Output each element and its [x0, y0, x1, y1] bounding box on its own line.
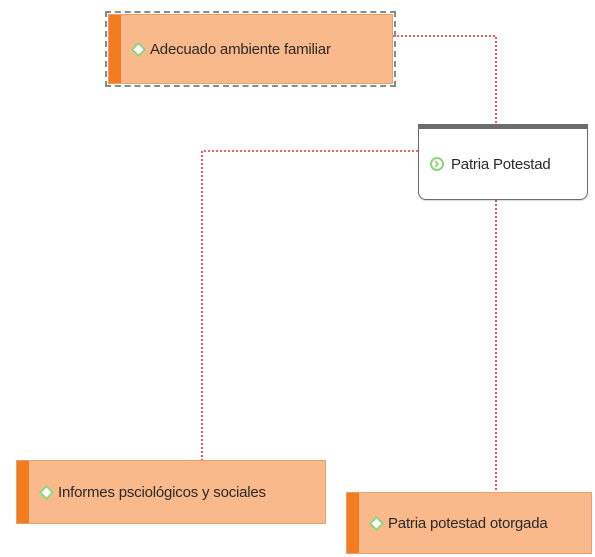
diamond-icon [368, 515, 385, 531]
node-patria-potestad[interactable]: Patria Potestad [418, 124, 588, 200]
connector-adecuado-to-patria [393, 35, 497, 124]
node-patria-potestad-otorgada[interactable]: Patria potestad otorgada [346, 492, 592, 554]
node-adecuado-ambiente-familiar[interactable]: Adecuado ambiente familiar [105, 11, 396, 87]
diamond-icon [38, 484, 55, 500]
connector-patria-to-informes [201, 150, 418, 460]
node-label: Patria potestad otorgada [388, 514, 548, 532]
diamond-icon [130, 41, 147, 57]
node-informes-psicologicos[interactable]: Informes psciológicos y sociales [16, 460, 326, 524]
node-accent-bar [347, 493, 359, 553]
node-accent-bar [109, 15, 121, 83]
node-label: Adecuado ambiente familiar [150, 40, 331, 58]
node-accent-bar [17, 461, 29, 523]
node-label: Patria Potestad [451, 155, 551, 173]
node-label: Informes psciológicos y sociales [58, 483, 266, 501]
cycle-icon [430, 157, 444, 171]
